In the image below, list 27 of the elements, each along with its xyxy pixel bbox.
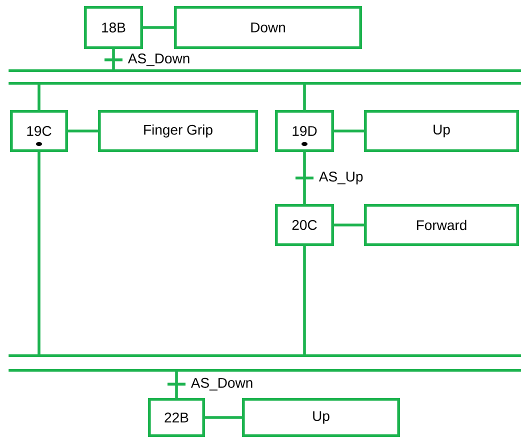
step-box: 18B — [84, 6, 143, 49]
connector — [38, 83, 40, 110]
parallel-bar — [7, 354, 521, 372]
connector — [103, 48, 124, 72]
step-box: 19C — [10, 110, 68, 152]
action-box: Up — [364, 110, 519, 152]
action-box: Down — [174, 6, 362, 49]
connector — [334, 224, 364, 226]
connector — [294, 150, 315, 206]
action-box: Up — [242, 398, 400, 437]
action-box: Finger Grip — [98, 110, 258, 152]
step-box: 19D — [275, 110, 334, 152]
parallel-bar — [7, 69, 521, 85]
connector — [303, 83, 306, 110]
connector — [303, 246, 306, 356]
connector — [334, 130, 364, 132]
connector — [38, 152, 40, 356]
connector — [166, 369, 187, 400]
step-box: 22B — [148, 398, 205, 437]
connector — [143, 26, 174, 29]
transition-label: AS_Down — [128, 54, 190, 66]
connector — [205, 416, 242, 419]
transition-label: AS_Down — [190, 378, 252, 390]
transition-label: AS_Up — [318, 172, 363, 184]
step-box: 20C — [275, 204, 334, 246]
action-box: Forward — [364, 204, 519, 246]
connector — [68, 130, 98, 132]
